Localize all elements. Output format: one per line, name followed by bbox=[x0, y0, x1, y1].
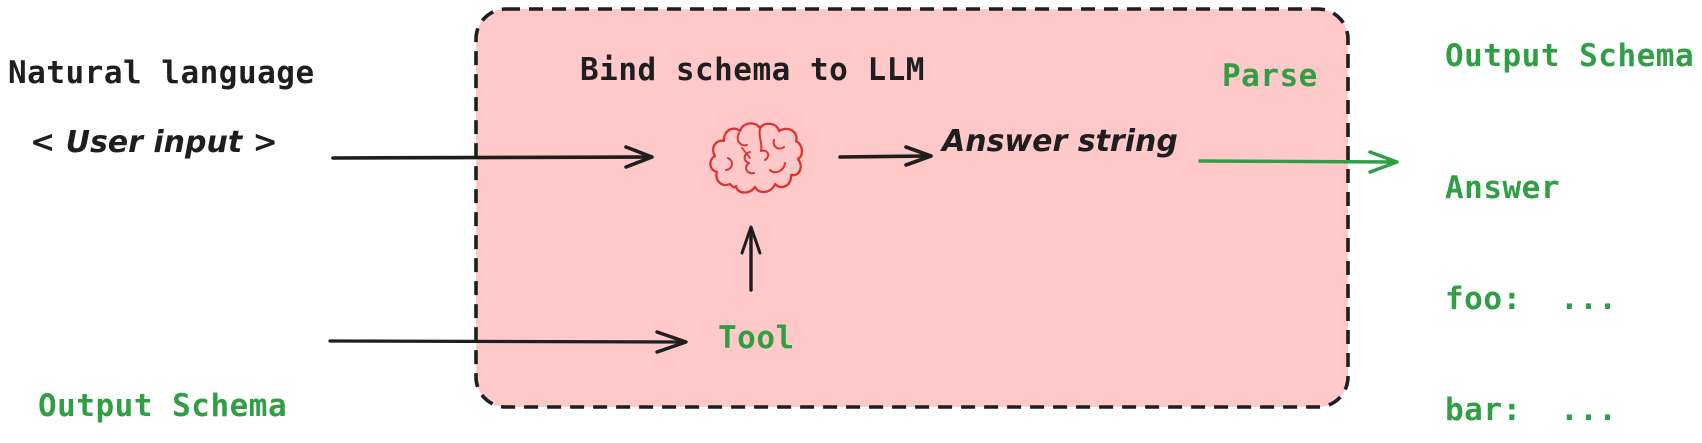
right-bar-line: bar: ... bbox=[1445, 392, 1618, 428]
schema-input-arrow bbox=[328, 330, 688, 354]
right-foo-line: foo: ... bbox=[1445, 281, 1618, 317]
llm-output-arrow bbox=[838, 145, 933, 167]
tool-arrow bbox=[740, 225, 762, 292]
tool-label: Tool bbox=[718, 320, 795, 356]
natural-language-label: Natural language bbox=[8, 55, 315, 91]
user-input-label: < User input > bbox=[30, 125, 278, 160]
right-output-schema: Answer foo: ... bar: ... bbox=[1445, 97, 1617, 443]
answer-string-label: Answer string bbox=[942, 124, 1178, 159]
brain-icon bbox=[709, 122, 804, 194]
input-arrow bbox=[331, 145, 654, 169]
bind-schema-box bbox=[474, 7, 1350, 409]
bind-schema-title: Bind schema to LLM bbox=[580, 52, 925, 88]
parse-arrow bbox=[1198, 150, 1399, 174]
parse-label: Parse bbox=[1222, 58, 1318, 94]
left-output-schema-title: Output Schema bbox=[38, 388, 288, 424]
left-output-schema: Output Schema foo: ... bar: ... bbox=[38, 314, 287, 443]
right-output-schema-title: Output Schema bbox=[1445, 38, 1695, 74]
right-answer-line: Answer bbox=[1445, 170, 1560, 206]
